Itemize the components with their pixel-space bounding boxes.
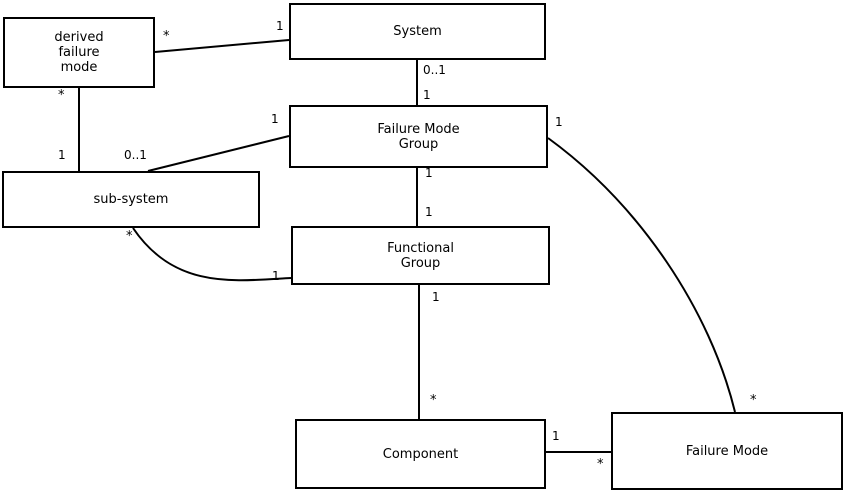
class-box-sub-system[interactable]: sub-system	[2, 171, 260, 228]
multiplicity-label-mult-subsystem-up-one: 1	[58, 148, 66, 162]
multiplicity-label-mult-failure-mode-top-star: *	[750, 393, 757, 408]
class-name-functional-group: Functional Group	[387, 240, 454, 271]
multiplicity-label-mult-subsystem-fmg-zero-one: 0..1	[124, 148, 147, 162]
class-box-failure-mode-group[interactable]: Failure Mode Group	[289, 105, 548, 168]
association-failure-mode-group-to-failure-mode	[547, 137, 736, 413]
multiplicity-label-mult-failure-mode-left-star: *	[597, 457, 604, 472]
multiplicity-label-mult-fg-left-one: 1	[272, 269, 280, 283]
class-name-derived-failure-mode: derived failure mode	[54, 30, 104, 75]
multiplicity-label-mult-dfm-system-star: *	[163, 29, 170, 44]
multiplicity-label-mult-component-right-one: 1	[552, 429, 560, 443]
association-sub-system-to-failure-mode-group	[147, 135, 290, 172]
class-name-failure-mode-group: Failure Mode Group	[377, 121, 460, 152]
multiplicity-label-mult-fmg-down-one: 1	[425, 166, 433, 180]
class-box-derived-failure-mode[interactable]: derived failure mode	[3, 17, 155, 88]
class-name-component: Component	[382, 446, 459, 462]
multiplicity-label-mult-system-down-zero-one: 0..1	[423, 63, 446, 77]
multiplicity-label-mult-subsystem-down-star: *	[126, 229, 133, 244]
class-name-system: System	[393, 24, 442, 39]
multiplicity-label-mult-dfm-down-star: *	[58, 88, 65, 103]
association-sub-system-to-functional-group	[132, 227, 292, 282]
class-box-component[interactable]: Component	[295, 419, 546, 489]
multiplicity-label-mult-fmg-left-one: 1	[271, 112, 279, 126]
class-name-sub-system: sub-system	[93, 192, 169, 207]
multiplicity-label-mult-fg-up-one: 1	[425, 205, 433, 219]
class-name-failure-mode: Failure Mode	[685, 443, 769, 459]
multiplicity-label-mult-fmg-right-one: 1	[555, 115, 563, 129]
multiplicity-label-mult-component-up-star: *	[430, 393, 437, 408]
class-box-functional-group[interactable]: Functional Group	[291, 226, 550, 285]
class-box-system[interactable]: System	[289, 3, 546, 60]
association-derived-failure-mode-to-system	[154, 39, 290, 53]
multiplicity-label-mult-fg-down-one: 1	[432, 290, 440, 304]
multiplicity-label-mult-fmg-up-one: 1	[423, 88, 431, 102]
multiplicity-label-mult-system-left-one: 1	[276, 19, 284, 33]
class-box-failure-mode[interactable]: Failure Mode	[611, 412, 843, 490]
